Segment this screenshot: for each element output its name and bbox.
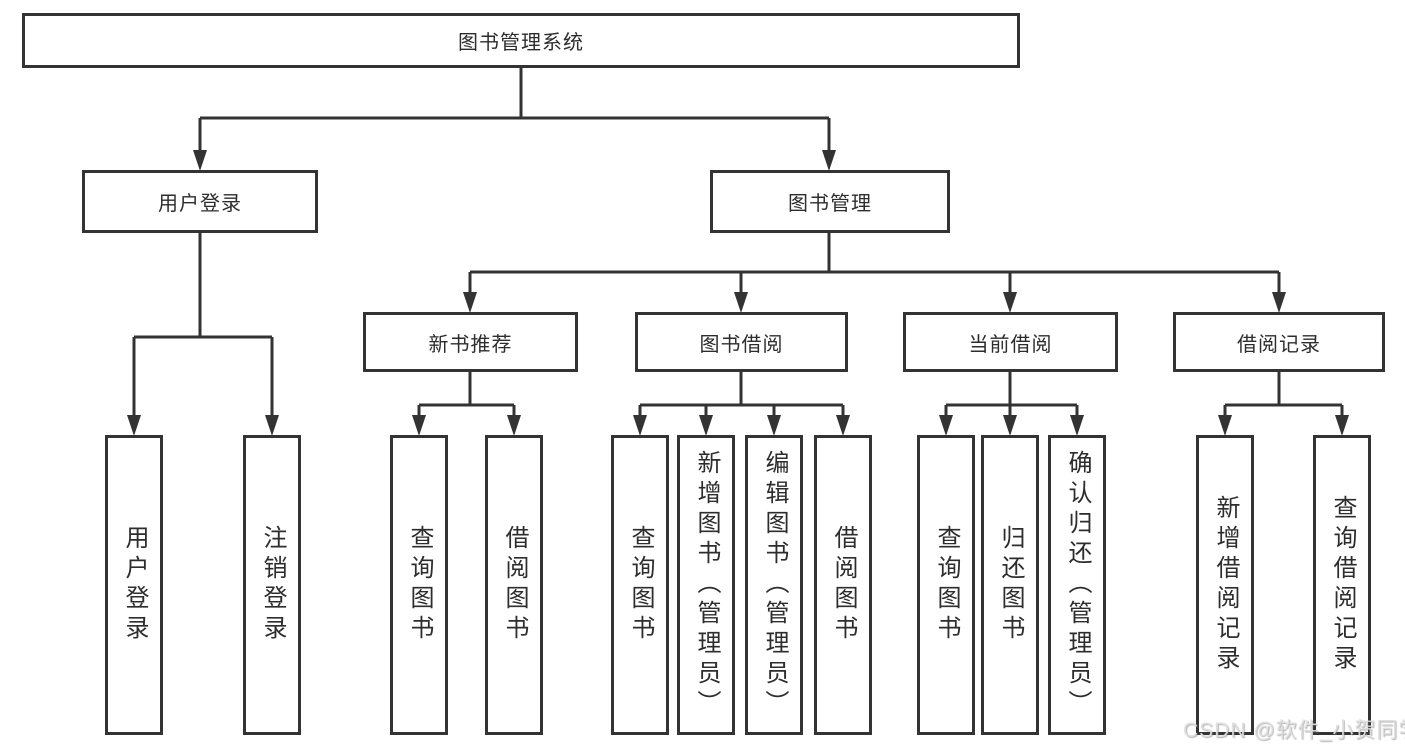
node-root: 图书管理系统 (22, 13, 1020, 68)
leaf-add-books-admin: 新增图书（管理员） (677, 435, 735, 735)
node-borrow-records: 借阅记录 (1173, 312, 1385, 372)
leaf-logout-label: 注销登录 (259, 525, 286, 645)
leaf-rec-borrow-books: 借阅图书 (485, 435, 543, 735)
node-root-label: 图书管理系统 (458, 32, 584, 54)
node-current-borrow: 当前借阅 (903, 312, 1118, 372)
node-user-login-label: 用户登录 (158, 193, 242, 215)
leaf-borrow-query-books-label: 查询图书 (627, 525, 654, 645)
leaf-borrow-books-label: 借阅图书 (830, 525, 857, 645)
node-book-management: 图书管理 (710, 170, 950, 233)
leaf-borrow-books: 借阅图书 (814, 435, 872, 735)
leaf-confirm-return-admin-label: 确认归还（管理员） (1064, 450, 1091, 720)
node-new-book-recommend-label: 新书推荐 (428, 333, 513, 356)
node-user-login: 用户登录 (82, 170, 318, 233)
leaf-user-login: 用户登录 (105, 435, 163, 735)
leaf-edit-books-admin: 编辑图书（管理员） (745, 435, 803, 735)
node-book-management-label: 图书管理 (788, 193, 872, 215)
node-borrow-records-label: 借阅记录 (1237, 333, 1321, 356)
leaf-user-login-label: 用户登录 (121, 525, 148, 645)
leaf-return-books-label: 归还图书 (997, 525, 1024, 645)
leaf-return-books: 归还图书 (981, 435, 1039, 735)
leaf-current-query-books: 查询图书 (917, 435, 975, 735)
leaf-rec-borrow-books-label: 借阅图书 (501, 525, 528, 645)
leaf-query-borrow-record-label: 查询借阅记录 (1329, 495, 1356, 675)
leaf-add-books-admin-label: 新增图书（管理员） (693, 450, 720, 720)
watermark: CSDN @软件_小贺同学 (1183, 719, 1405, 742)
leaf-rec-query-books-label: 查询图书 (406, 525, 433, 645)
node-current-borrow-label: 当前借阅 (968, 333, 1053, 356)
node-book-borrow-label: 图书借阅 (699, 333, 784, 356)
leaf-add-borrow-record-label: 新增借阅记录 (1212, 495, 1239, 675)
leaf-rec-query-books: 查询图书 (390, 435, 448, 735)
leaf-current-query-books-label: 查询图书 (933, 525, 960, 645)
leaf-confirm-return-admin: 确认归还（管理员） (1048, 435, 1106, 735)
leaf-edit-books-admin-label: 编辑图书（管理员） (761, 450, 788, 720)
leaf-query-borrow-record: 查询借阅记录 (1313, 435, 1371, 735)
leaf-logout: 注销登录 (243, 435, 301, 735)
leaf-add-borrow-record: 新增借阅记录 (1196, 435, 1254, 735)
leaf-borrow-query-books: 查询图书 (611, 435, 669, 735)
node-book-borrow: 图书借阅 (635, 312, 848, 372)
node-new-book-recommend: 新书推荐 (363, 312, 578, 372)
